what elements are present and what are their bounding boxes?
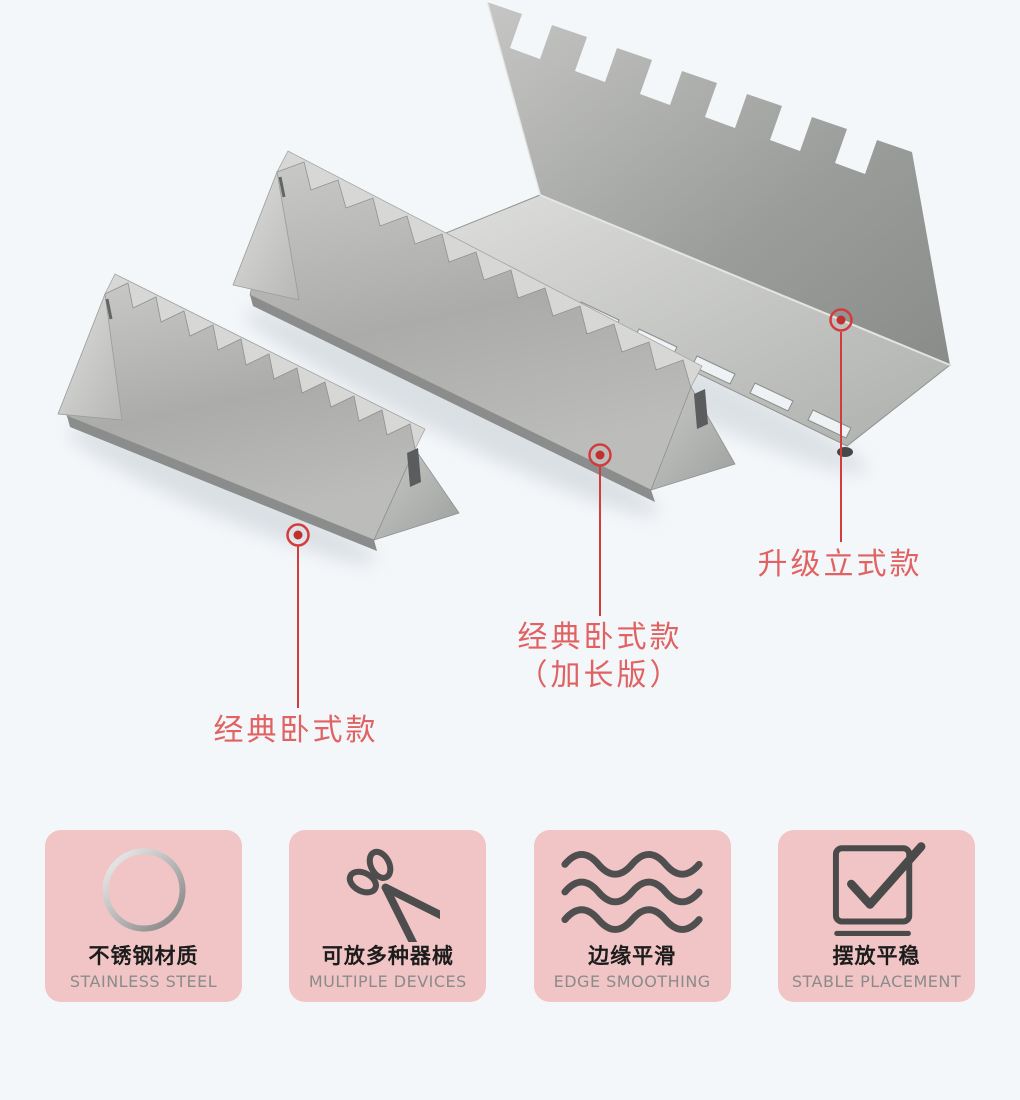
callout-upright [829,308,853,542]
label-classic-long-style: 经典卧式款 （加长版） [460,619,740,695]
label-classic-long-line1: 经典卧式款 [517,620,683,655]
callout-dot [836,315,846,325]
callout-classic [286,523,310,708]
feature-title-cn: 可放多种器械 [321,944,454,968]
feature-stable-placement: 摆放平稳 STABLE PLACEMENT [777,830,975,1002]
feature-title-cn: 不锈钢材质 [88,944,199,968]
waves-icon [557,836,707,944]
classic-long-rack-photo [232,150,736,502]
feature-title-en: MULTIPLE DEVICES [308,972,467,991]
feature-multiple-devices: 可放多种器械 MULTIPLE DEVICES [289,830,487,1002]
classic-rack-photo [57,273,460,551]
feature-title-en: STABLE PLACEMENT [791,972,962,991]
feature-title-cn: 摆放平稳 [832,944,921,968]
feature-stainless-steel: 不锈钢材质 STAINLESS STEEL [45,830,242,1002]
callout-dot [595,450,605,460]
callout-ring [829,308,853,332]
label-upright-style: 升级立式款 [757,547,923,582]
feature-edge-smoothing: 边缘平滑 EDGE SMOOTHING [533,830,731,1002]
label-classic-style: 经典卧式款 [213,713,379,748]
callout-dot [293,530,303,540]
callout-classic-long [588,443,612,616]
callout-ring [588,443,612,467]
ring-icon [97,836,191,944]
callout-ring [286,523,310,547]
label-classic-long-line2: （加长版） [517,658,683,693]
feature-strip: 不锈钢材质 STAINLESS STEEL 可放多种器械 MULTIPLE DE… [45,830,975,1002]
feature-title-en: STAINLESS STEEL [69,972,218,991]
feature-title-cn: 边缘平滑 [588,944,677,968]
checkmark-icon [824,836,928,944]
feature-title-en: EDGE SMOOTHING [553,972,711,991]
scissors-icon [336,836,440,944]
